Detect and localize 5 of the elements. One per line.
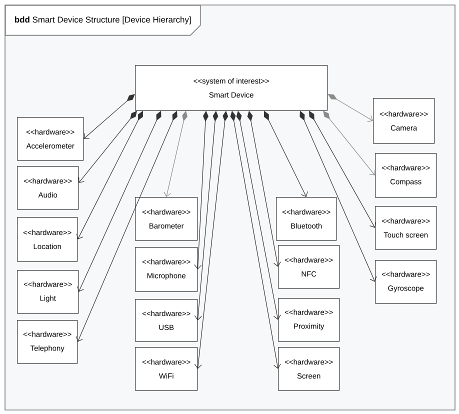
composition-arrow — [84, 94, 135, 139]
composition-arrow — [323, 110, 376, 176]
title-tab: bdd Smart Device Structure [Device Hierarchy] — [5, 5, 201, 36]
composition-arrow — [78, 110, 137, 183]
composition-arrow — [328, 94, 373, 122]
